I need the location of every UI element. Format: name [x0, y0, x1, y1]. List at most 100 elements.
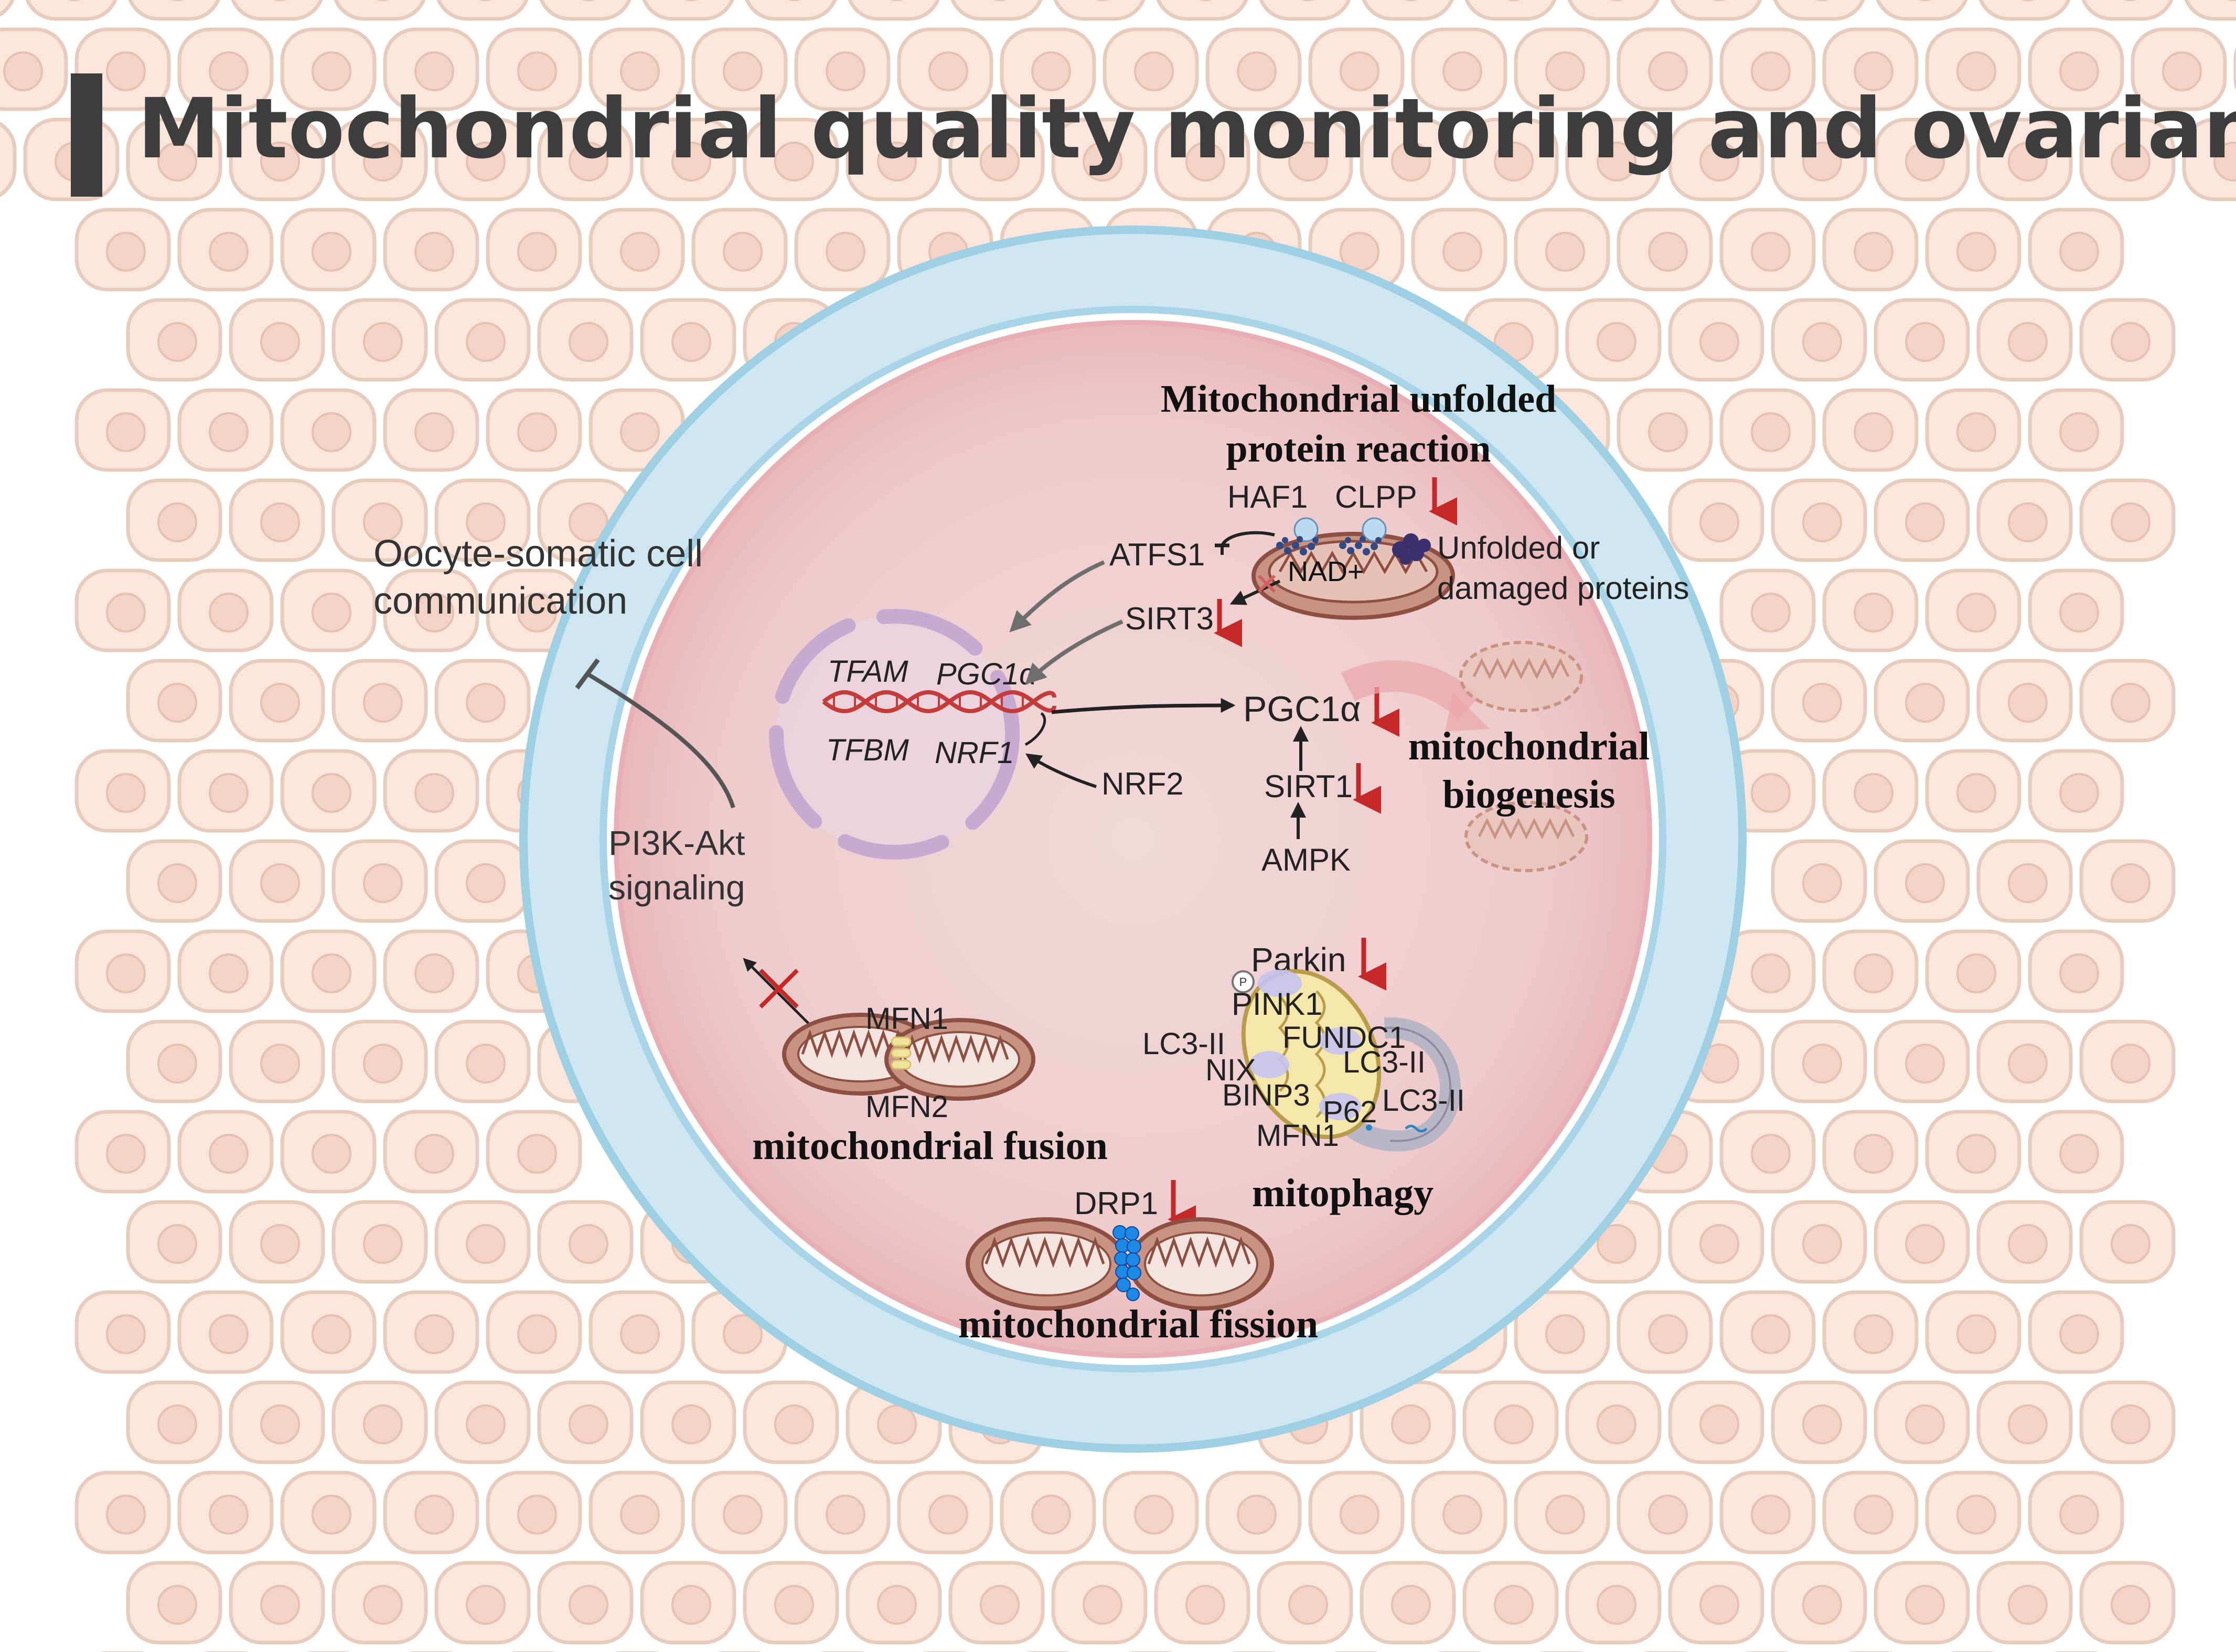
granulosa-cell: [74, 749, 171, 833]
cell-nucleus: [1956, 232, 1996, 272]
cell-nucleus: [2111, 502, 2151, 542]
cell-nucleus: [209, 1314, 249, 1354]
dna-helix-icon: [822, 690, 1056, 713]
granulosa-cell: [177, 1290, 274, 1374]
granulosa-cell: [1925, 208, 2021, 292]
granulosa-cell: [1874, 1200, 1970, 1284]
cell-nucleus: [1237, 51, 1277, 91]
fusion-heading: mitochondrial fusion: [752, 1124, 1108, 1168]
cell-nucleus: [2059, 1495, 2099, 1535]
granulosa-cell: [1103, 27, 1199, 111]
granulosa-cell: [1719, 1290, 1816, 1374]
granulosa-cell: [1000, 27, 1096, 111]
granulosa-cell: [2028, 568, 2124, 652]
granulosa-cell: [1617, 388, 1713, 472]
granulosa-cell: [1771, 1561, 1867, 1645]
gene-nrf1: NRF1: [935, 736, 1014, 770]
granulosa-cell: [1051, 117, 1148, 201]
granulosa-cell: [229, 298, 325, 382]
granulosa-cell: [2182, 117, 2236, 201]
granulosa-cell: [74, 208, 171, 292]
cell-nucleus: [1751, 1314, 1791, 1354]
granulosa-cell: [1205, 1471, 1302, 1554]
granulosa-cell: [0, 122, 17, 197]
granulosa-cell: [486, 27, 582, 111]
cell-nucleus: [2008, 1224, 2048, 1264]
cell-nucleus: [1905, 1585, 1945, 1625]
cell-nucleus: [569, 142, 608, 181]
nrf1-loop-arrow: [1024, 712, 1046, 746]
granulosa-cell: [1976, 117, 2073, 201]
granulosa-cell: [229, 478, 325, 562]
granulosa-cell: [2028, 388, 2124, 472]
cell-nucleus: [517, 412, 557, 452]
cell-nucleus: [1648, 412, 1688, 452]
granulosa-cell: [1462, 1561, 1559, 1645]
nucleus-envelope: [769, 609, 1020, 860]
granulosa-cell: [1617, 208, 1713, 292]
granulosa-cell: [331, 298, 428, 382]
cell-nucleus: [260, 142, 300, 181]
granulosa-cell: [1925, 929, 2021, 1013]
granulosa-cell: [1925, 749, 2021, 833]
granulosa-cell: [1719, 1110, 1816, 1194]
granulosa-cell: [2079, 1020, 2176, 1103]
label-lc3-left: LC3-II: [1142, 1027, 1225, 1061]
cell-nucleus: [2213, 142, 2236, 181]
cross-icon: [759, 969, 799, 1009]
granulosa-cell: [1925, 1290, 2021, 1374]
granulosa-cell: [2079, 478, 2176, 562]
granulosa-cell: [1874, 1020, 1970, 1103]
pi3k-label-line1: PI3K-Akt: [608, 823, 745, 862]
cell-nucleus: [466, 1224, 506, 1264]
granulosa-cell: [177, 388, 274, 472]
granulosa-cell: [1462, 117, 1559, 201]
cell-nucleus: [1442, 1495, 1482, 1535]
granulosa-cell: [177, 749, 274, 833]
cell-nucleus: [1442, 232, 1482, 272]
granulosa-cell: [126, 1561, 222, 1645]
cell-nucleus: [1956, 1314, 1996, 1354]
mitochondrion-icon: [966, 1217, 1274, 1311]
granulosa-cell: [280, 929, 377, 1013]
cell-nucleus: [209, 953, 249, 993]
granulosa-cell: [74, 1471, 171, 1554]
cell-nucleus: [774, 142, 814, 181]
granulosa-cell: [334, 0, 426, 21]
cell-nucleus: [569, 322, 608, 362]
granulosa-cell: [280, 1110, 377, 1194]
cell-nucleus: [1699, 1404, 1739, 1444]
cell-nucleus: [260, 502, 300, 542]
label-sirt3: SIRT3: [1125, 601, 1214, 636]
granulosa-cell: [280, 1290, 377, 1374]
cell-nucleus: [260, 1404, 300, 1444]
cell-nucleus: [1134, 1495, 1174, 1535]
granulosa-cell: [640, 117, 736, 201]
cell-nucleus: [1545, 232, 1585, 272]
granulosa-cell: [1976, 1020, 2073, 1103]
granulosa-cell: [537, 117, 634, 201]
cell-nucleus: [2162, 51, 2202, 91]
granulosa-cell: [1565, 1561, 1662, 1645]
cell-nucleus: [260, 1585, 300, 1625]
granulosa-cell: [25, 0, 117, 21]
cell-nucleus: [2008, 1044, 2048, 1084]
granulosa-cell: [1771, 298, 1867, 382]
granulosa-cell: [229, 1561, 325, 1645]
granulosa-cell: [177, 1110, 274, 1194]
cell-nucleus: [1802, 1224, 1842, 1264]
granulosa-cell: [486, 1110, 582, 1194]
protein-aggregate-icon: [1392, 533, 1431, 565]
label-lc3-far-right: LC3-II: [1382, 1084, 1465, 1118]
cell-nucleus: [1854, 412, 1893, 452]
granulosa-cell: [1771, 659, 1867, 743]
cell-nucleus: [209, 412, 249, 452]
cell-nucleus: [1699, 142, 1739, 181]
mitochondrion-icon: [1241, 969, 1428, 1139]
granulosa-cell: [1411, 27, 1507, 111]
granulosa-cell: [177, 1471, 274, 1554]
granulosa-cell: [1874, 1561, 1970, 1645]
granulosa-cell: [1719, 1471, 1816, 1554]
granulosa-cell: [1670, 0, 1762, 21]
granulosa-cell: [745, 0, 837, 21]
